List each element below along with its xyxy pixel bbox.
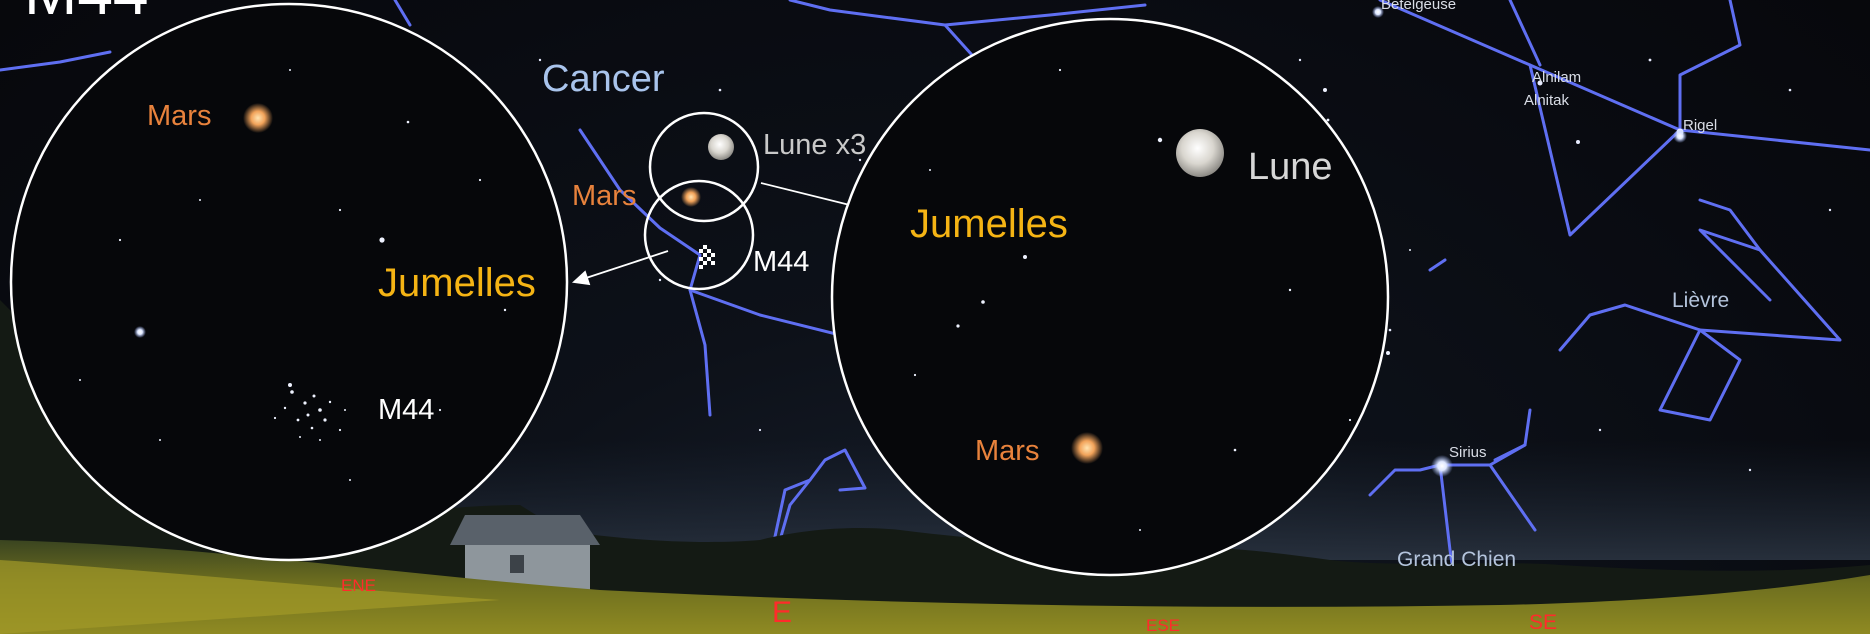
right-label-mars: Mars [975,435,1040,467]
farm-house [450,515,600,590]
cardinal-e: E [772,596,793,629]
constellation-label-grand-chien: Grand Chien [1397,548,1517,571]
rigel-star [1673,129,1687,143]
fov-circle-m44 [643,179,755,291]
fov-circle-moon [648,111,760,223]
title-fragment: M44 [24,0,149,24]
constellation-lines [0,0,1870,587]
constellation-label-lievre: Lièvre [1672,289,1730,312]
betelgeuse-star [1372,6,1384,18]
left-label-jumelles: Jumelles [378,261,536,305]
star-label-alnilam: Alnilam [1532,69,1582,86]
moon-small [708,134,734,160]
yellow-field [0,560,500,634]
right-label-jumelles: Jumelles [910,202,1068,246]
star-label-rigel: Rigel [1683,117,1718,134]
left-label-m44: M44 [378,394,435,426]
label-lune-x3: Lune x3 [763,129,867,161]
right-label-lune: Lune [1248,146,1333,188]
left-label-mars: Mars [147,100,212,132]
cardinal-se: SE [1529,611,1558,634]
star-label-sirius: Sirius [1449,444,1487,461]
star-label-alnitak: Alnitak [1524,92,1570,109]
field-ground [0,540,1870,634]
right-binocular-view [830,17,1411,577]
cardinal-ene: ENE [341,576,376,595]
m44-cluster-symbol [699,245,715,269]
constellation-label-cancer: Cancer [542,58,665,100]
cardinal-ese: ESE [1146,616,1181,634]
left-binocular-view [9,2,569,562]
label-mars-sky: Mars [572,180,637,212]
sirius-star [1431,455,1453,477]
star-label-betelgeuse: Betelgeuse [1381,0,1457,13]
mars-small [681,187,701,207]
label-m44-sky: M44 [753,246,810,278]
